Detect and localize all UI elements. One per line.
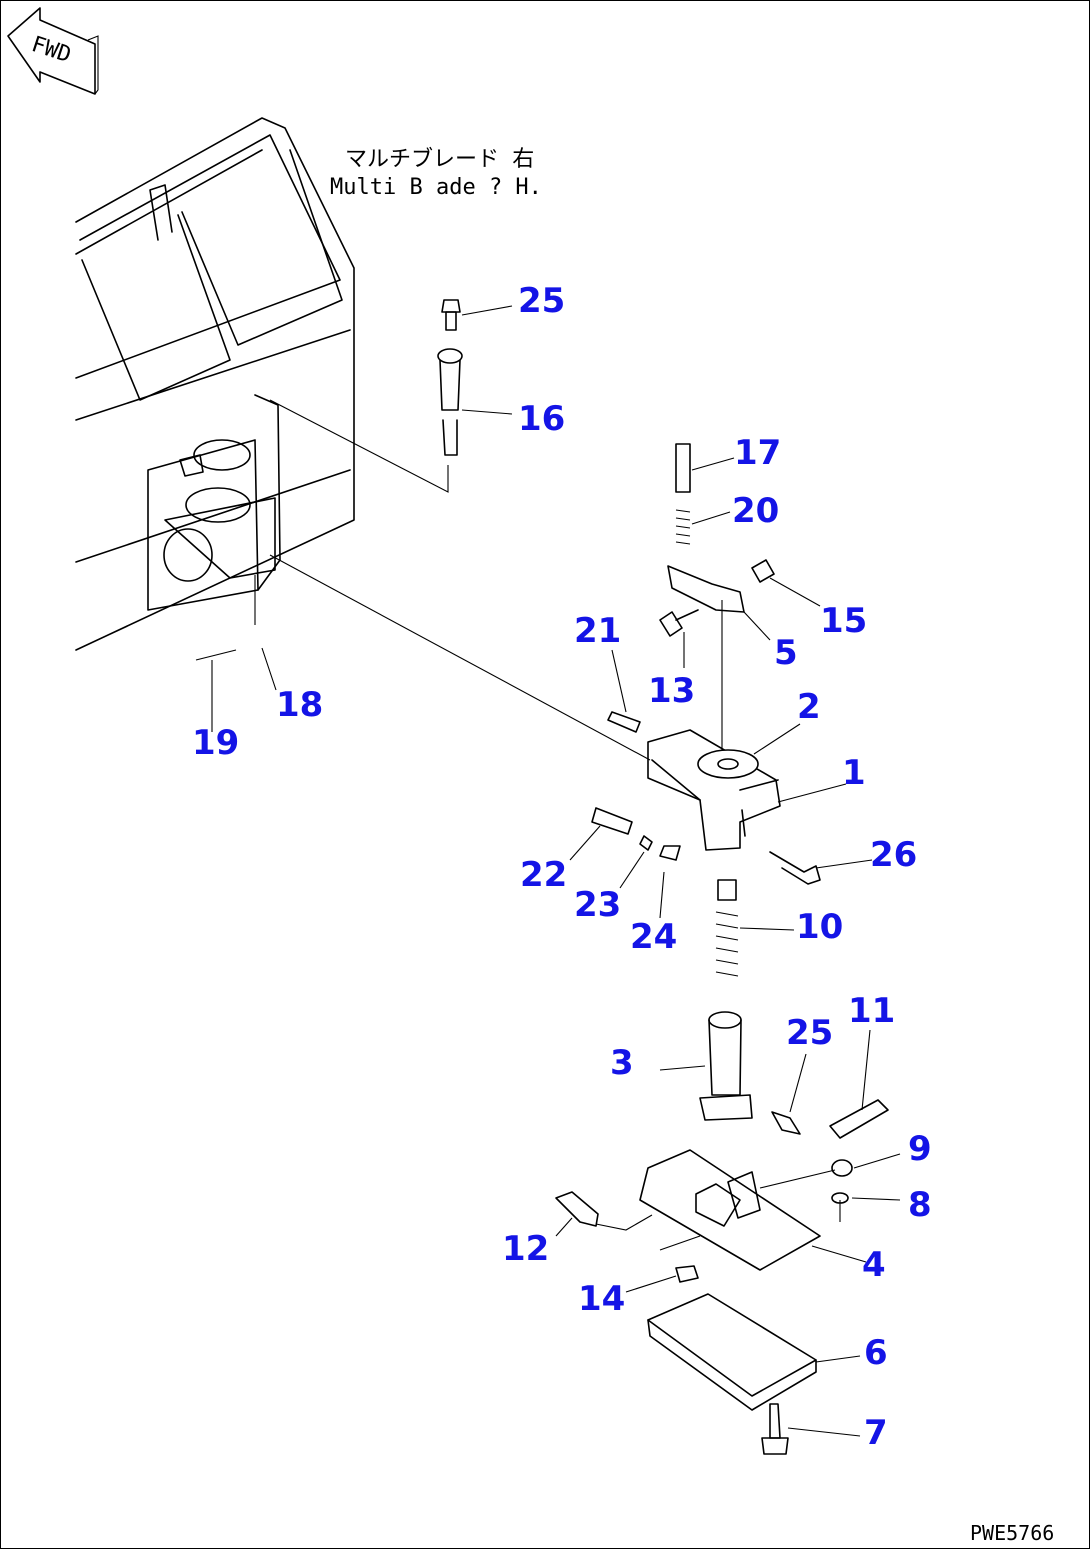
callout-5: 5 xyxy=(774,633,798,673)
part-13-bolt xyxy=(659,609,699,637)
callout-1: 1 xyxy=(842,753,866,793)
callout-15: 15 xyxy=(820,601,867,641)
part-16-pin xyxy=(437,348,463,456)
callout-21: 21 xyxy=(574,611,621,651)
blade-note-en: Multi B ade ? H. xyxy=(330,175,542,200)
part-21-pin xyxy=(607,711,641,733)
callout-26: 26 xyxy=(870,835,917,875)
callout-19: 19 xyxy=(192,723,239,763)
callout-16: 16 xyxy=(518,399,565,439)
callout-20: 20 xyxy=(732,491,779,531)
callout-22: 22 xyxy=(520,855,567,895)
callout-numbers: 1 2 3 4 5 6 7 8 9 10 11 12 13 14 15 16 1… xyxy=(192,281,932,1453)
part-4-base-plate xyxy=(639,1149,821,1271)
callout-12: 12 xyxy=(502,1229,549,1269)
callout-17: 17 xyxy=(734,433,781,473)
part-23-washer xyxy=(639,835,653,851)
part-2-washer xyxy=(697,749,759,779)
part-1-bracket xyxy=(647,729,781,851)
part-20-spring xyxy=(675,509,691,545)
part-24-nut xyxy=(659,845,681,861)
fwd-label: FWD xyxy=(28,32,74,68)
part-25-grease-fitting-top xyxy=(441,299,461,331)
part-10-adjust-bolt xyxy=(715,879,739,977)
part-26-fitting xyxy=(769,851,821,885)
part-3-holder xyxy=(699,1011,753,1121)
callout-6: 6 xyxy=(864,1333,888,1373)
part-12-bolt xyxy=(555,1191,599,1227)
callout-9: 9 xyxy=(908,1129,932,1169)
part-8-washer xyxy=(831,1192,849,1204)
part-7-bolt xyxy=(761,1403,789,1455)
callout-4: 4 xyxy=(862,1245,886,1285)
callout-leaders xyxy=(195,305,901,1437)
part-9-collar xyxy=(831,1159,853,1177)
callout-13: 13 xyxy=(648,671,695,711)
callout-14: 14 xyxy=(578,1279,625,1319)
fwd-arrow-icon: FWD xyxy=(7,7,99,95)
callout-11: 11 xyxy=(848,991,895,1031)
blade-note-jp: マルチブレード 右 xyxy=(345,147,534,172)
callout-2: 2 xyxy=(797,687,821,727)
part-15-nut xyxy=(751,559,775,583)
callout-25-top: 25 xyxy=(518,281,565,321)
drawing-code: PWE5766 xyxy=(970,1521,1054,1545)
part-6-pad xyxy=(647,1293,817,1411)
callout-10: 10 xyxy=(796,907,843,947)
callout-8: 8 xyxy=(908,1185,932,1225)
callout-24: 24 xyxy=(630,917,677,957)
part-5-lever xyxy=(667,565,745,613)
part-25-grease-fitting-lower xyxy=(771,1111,801,1135)
callout-25-lower: 25 xyxy=(786,1013,833,1053)
part-11-pin xyxy=(829,1099,889,1139)
multi-blade xyxy=(75,117,355,651)
callout-7: 7 xyxy=(864,1413,888,1453)
callout-18: 18 xyxy=(276,685,323,725)
part-14-nut xyxy=(675,1265,699,1283)
callout-23: 23 xyxy=(574,885,621,925)
callout-3: 3 xyxy=(610,1043,634,1083)
part-22-bolt xyxy=(591,807,633,835)
part-17-rod xyxy=(675,443,691,493)
